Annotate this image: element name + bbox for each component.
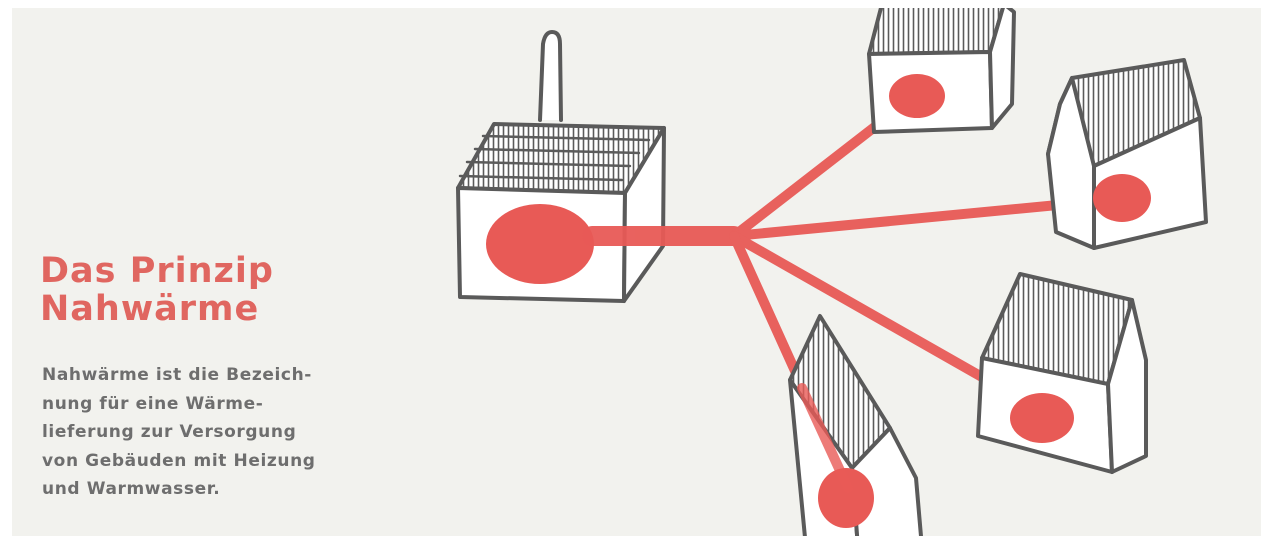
district-heating-diagram [456, 8, 1208, 536]
title-line-1: Das Prinzip [40, 251, 274, 291]
heating-plant-icon [456, 30, 666, 303]
title-line-2: Nahwärme [40, 289, 260, 329]
house-icon [976, 272, 1148, 474]
description-text: Nahwärme ist die Bezeich- nung für eine … [42, 361, 316, 504]
house-icon [867, 8, 1016, 134]
house-icon [788, 314, 923, 536]
description-line-4: von Gebäuden mit Heizung [42, 450, 316, 471]
description-line-2: nung für eine Wärme- [42, 393, 264, 414]
page-title: Das Prinzip Nahwärme [40, 252, 274, 328]
description-line-5: und Warmwasser. [42, 479, 221, 499]
description-line-3: lieferung zur Versorgung [42, 422, 297, 442]
illustration-panel: Das Prinzip Nahwärme Nahwärme ist die Be… [12, 8, 1261, 536]
house-icon [1046, 58, 1208, 250]
description-line-1: Nahwärme ist die Bezeich- [42, 365, 312, 385]
pipe-segment [797, 383, 853, 493]
